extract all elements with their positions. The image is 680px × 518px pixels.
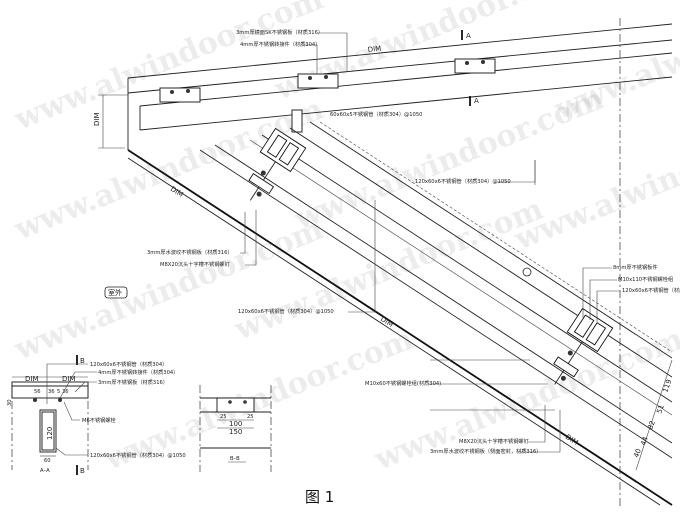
detail-marker-icon [522,267,532,277]
section-aa-mark-top: B [80,357,85,365]
label-outdoor: 室外 [108,288,122,297]
figure-caption: 图 1 [305,488,334,506]
section-bb: 25 100 25 150 B–B [199,385,272,472]
aa-label-bracket: 4mm厚不锈钢转接件（材质304） [98,368,178,376]
dim-left: DIM [93,113,101,127]
top-bracket [159,58,496,103]
aa-dim-left: DIM [25,375,39,383]
aa-dim-30: 30 [7,399,13,406]
label-beam-pipe: 60x60x5不锈钢管（材质304）@1050 [330,110,422,118]
aa-dim-36b: 36 [62,389,69,395]
bb-dim-100: 100 [229,420,242,428]
dim-51: 51 [655,404,666,415]
aa-dim-120: 120 [46,427,54,440]
label-plate-8mm: 8mm厚不锈钢板件 [613,263,658,271]
aa-dim-36a: 36 [48,389,55,395]
aa-dim-5: 5 [57,389,60,395]
label-screw-left: M8X20沉头十字槽不锈钢螺钉 [160,260,230,268]
bb-dim-25a: 25 [220,414,227,420]
aa-label-pipe: 120x60x6不锈钢管（材质304） [90,360,167,368]
dim-119: 119 [661,378,673,393]
label-top-bracket: 4mm厚不锈钢转接件（材质304） [240,40,320,48]
aa-dim-right: DIM [62,375,76,383]
label-bolt-m10x60: M10x60不锈钢螺栓组(材质304) [365,379,441,387]
dim-diag-right: DIM [564,433,580,447]
watermark: www.alwindoor.com [9,212,329,368]
dim-diag-left: DIM [169,185,185,199]
bb-dim-25b: 25 [247,414,254,420]
label-pipe-lower: 120x60x6不锈钢管（材质304）@1050 [238,307,334,315]
dim-82: 82 [646,420,657,431]
section-aa: B B DIM DIM 56 36 5 36 30 120 60 A–A 120… [7,355,186,475]
outdoor-tag-frame [104,286,128,299]
section-mark-a-top: A [466,32,471,40]
aa-label-bolt: M6不锈钢螺栓 [82,416,117,424]
bb-dim-150: 150 [229,428,242,436]
aa-dim-56: 56 [34,389,41,395]
watermark: www.alwindoor.com [549,0,680,128]
label-wave-plate: 3mm厚水波纹不锈钢板（材质316） [147,248,233,256]
section-aa-title: A–A [40,468,50,474]
label-pipe-right: 120x60x6不锈钢管（材质304） [622,286,680,294]
lower-connection [553,307,614,385]
aa-label-pipe-bottom: 120x60x6不锈钢管（材质304）@1050 [90,451,186,459]
label-top-plate: 3mm厚镜面SK不锈钢板（材质316） [236,28,323,36]
main-view: DIM DIM DIM DIM DIM 119 51 82 44 40 A A … [93,18,680,506]
label-pipe-upper: 120x60x6不锈钢管（材质304）@1050 [415,177,511,185]
dim-40: 40 [632,448,643,459]
label-wave-plate-side: 3mm厚水波纹不锈钢板（侧面密封，材质316） [430,447,542,455]
aa-dim-60: 60 [44,458,51,464]
dim-44: 44 [639,435,650,447]
upper-connection [248,127,307,201]
section-aa-mark-bottom: B [80,467,85,475]
section-bb-title: B–B [230,456,240,462]
label-bolt-m10x110: M10x110不锈钢螺栓组 [618,275,673,283]
section-mark-a-bottom: A [474,97,479,105]
dim-top: DIM [367,45,381,54]
aa-label-plate: 3mm厚不锈钢板（材质316） [98,378,168,386]
label-screw-right: M8X20沉头十字槽不锈钢螺钉 [459,437,529,445]
